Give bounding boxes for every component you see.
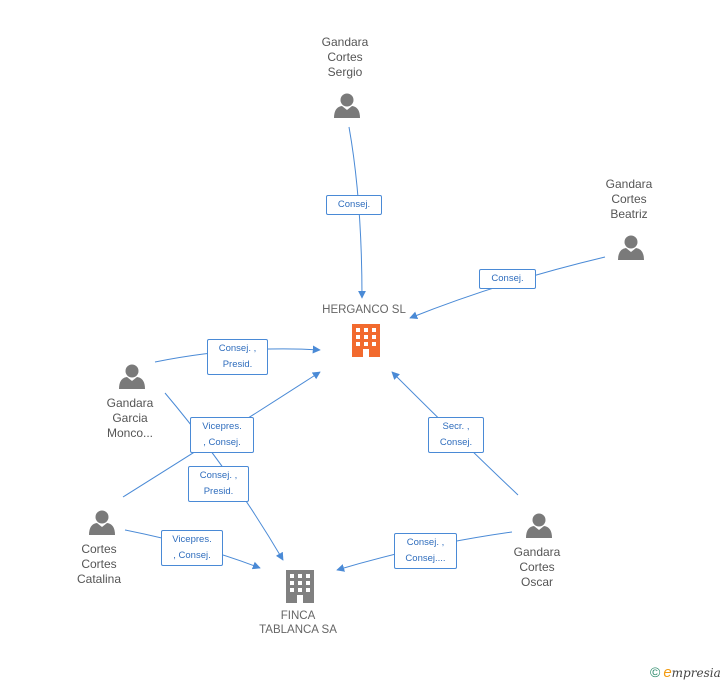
edge-label-oscar-herganco: Secr. , Consej. [428,417,484,453]
edge-label-beatriz-herganco: Consej. [479,269,536,289]
footer-brand: ©empresia [650,664,721,681]
person-icon[interactable] [119,364,145,390]
company-label-finca[interactable]: FINCA TABLANCA SA [259,610,337,636]
edge-label-oscar-finca: Consej. , Consej.... [394,533,457,569]
person-label-sergio[interactable]: Gandara Cortes Sergio [321,35,369,79]
company-label-herganco[interactable]: HERGANCO SL [322,304,406,316]
building-icon[interactable] [286,570,314,603]
edge-label-monco-finca: Consej. , Presid. [188,466,249,502]
person-icon[interactable] [334,93,360,119]
brand-logo-letter: e [663,664,672,681]
edge-label-sergio-herganco: Consej. [326,195,382,215]
person-icon[interactable] [89,510,115,536]
person-label-beatriz[interactable]: Gandara Cortes Beatriz [605,177,653,221]
edge-label-catalina-finca: Vicepres. , Consej. [161,530,223,566]
person-icon[interactable] [526,513,552,539]
person-label-oscar[interactable]: Gandara Cortes Oscar [513,545,561,589]
copyright-symbol: © [650,664,661,680]
edge-label-catalina-herganco: Vicepres. , Consej. [190,417,254,453]
building-icon[interactable] [352,324,380,357]
person-label-monco[interactable]: Gandara Garcia Monco... [106,396,154,440]
edge-label-monco-herganco: Consej. , Presid. [207,339,268,375]
brand-name: mpresia [671,666,721,680]
person-label-catalina[interactable]: Cortes Cortes Catalina [76,542,122,586]
person-icon[interactable] [618,235,644,261]
